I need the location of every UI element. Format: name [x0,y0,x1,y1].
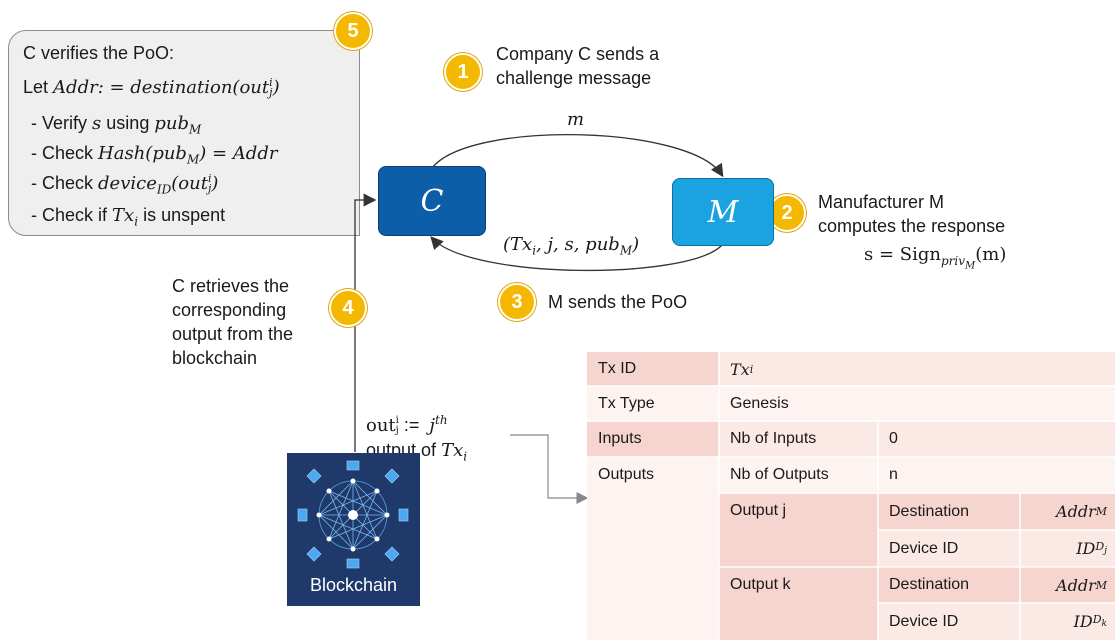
manufacturer-node: M [672,178,774,246]
step-4-label: C retrieves the corresponding output fro… [172,276,294,368]
step-4-badge: 4 [329,289,367,327]
challenge-message-label: m [567,109,585,130]
blockchain-network-icon [297,460,409,569]
verify-item-unspent: - Check if Txi is unspent [31,205,226,229]
output-k-label: Output k [719,567,878,640]
tx-id-label: Tx ID [587,352,719,386]
nb-inputs-label: Nb of Inputs [719,421,878,457]
output-k-device-label: Device ID [878,603,1020,640]
verify-item-signature: - Verify s using pubM [31,113,202,137]
output-pointer-arrow [510,434,589,504]
retrieve-arrow [354,193,377,452]
verification-callout: C verifies the PoO: Let Addr: = destinat… [8,30,360,236]
tx-type-label: Tx Type [587,386,719,421]
blockchain-label: Blockchain [309,575,398,595]
challenge-arrow [431,133,724,178]
output-j-label: Output j [719,493,878,567]
inputs-label: Inputs [587,421,719,457]
nb-inputs-value: 0 [878,421,1115,457]
response-message-label: (Txi, j, s, pubM) [503,234,640,258]
step-1-badge: 1 [444,53,482,91]
company-node: C [378,166,486,236]
step-5-badge: 5 [334,12,372,50]
step-1-label: Company C sends a challenge message [496,44,660,88]
outputs-label: Outputs [587,457,719,640]
nb-outputs-value: n [878,457,1115,493]
verify-item-hash: - Check Hash(pubM) = Addr [31,143,278,167]
step-3-label: M sends the PoO [548,292,688,312]
response-arrow [430,236,723,272]
nb-outputs-label: Nb of Outputs [719,457,878,493]
step-2-label: Manufacturer M computes the response [818,192,1006,236]
verify-title: C verifies the PoO: [23,43,175,63]
blockchain-tile: Blockchain [287,453,420,606]
step-3-badge: 3 [498,283,536,321]
tx-type-value: Genesis [719,386,1115,421]
output-j-device-label: Device ID [878,530,1020,567]
signature-formula: s = SignprivM(m) [864,244,1007,271]
output-k-destination-label: Destination [878,567,1020,603]
output-j-destination-label: Destination [878,493,1020,530]
